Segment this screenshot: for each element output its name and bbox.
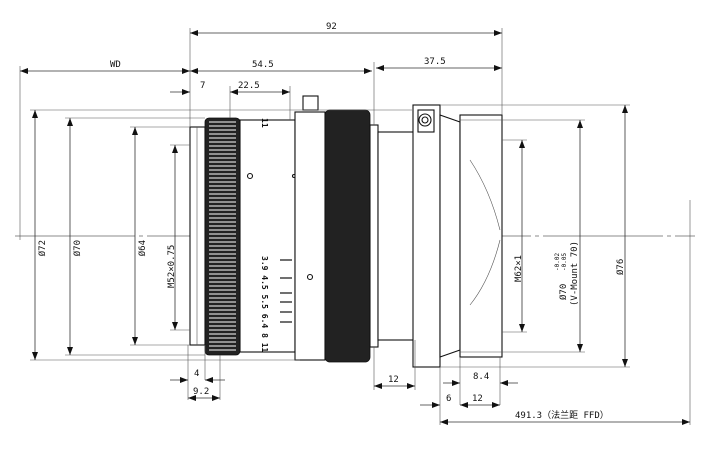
- aperture-barrel: [239, 119, 296, 353]
- rear-thread: M62×1: [514, 255, 524, 282]
- dim-tube-length: 12: [388, 375, 399, 385]
- mount-tolerance-lower: -0.05: [561, 253, 568, 271]
- mount-diameter: Ø70: [558, 284, 569, 300]
- locking-screw: [302, 95, 319, 111]
- iris-body: [294, 111, 326, 361]
- dim-filter-offset: 9.2: [193, 387, 209, 397]
- dia-76: Ø76: [615, 259, 626, 275]
- mount-tolerance-upper: -0.02: [554, 253, 561, 271]
- front-filter: [189, 126, 206, 346]
- dim-overall-length: 92: [326, 22, 337, 32]
- dim-working-distance: WD: [110, 60, 121, 70]
- dim-flange-offset: 6: [446, 394, 451, 404]
- dim-rear-length: 12: [472, 394, 483, 404]
- dim-front-offset: 7: [200, 81, 205, 91]
- dia-64: Ø64: [137, 240, 148, 256]
- dim-rear-thread-length: 8.4: [473, 372, 489, 382]
- mount-type: (V-Mount 70): [570, 241, 580, 306]
- filter-thread: M52×0.75: [167, 245, 177, 288]
- dim-front-section: 54.5: [252, 60, 274, 70]
- dim-rear-section: 37.5: [424, 57, 446, 67]
- lens-body: 3.9 4.5 5.5 6.4 8 11 11: [189, 95, 503, 368]
- dia-72: Ø72: [37, 240, 48, 256]
- dim-focus-ring-offset: 22.5: [238, 81, 260, 91]
- aperture-scale: 3.9 4.5 5.5 6.4 8 11: [260, 256, 269, 353]
- dim-flange-focal-distance: 491.3（法兰距 FFD）: [515, 409, 609, 421]
- lens-tube: [377, 131, 416, 341]
- dia-70-front: Ø70: [72, 240, 83, 256]
- rear-mount: [459, 114, 503, 358]
- mount-flange: [412, 104, 441, 368]
- iris-ring: [324, 109, 371, 363]
- dim-filter-depth: 4: [194, 369, 199, 379]
- index-mark: 11: [260, 118, 269, 128]
